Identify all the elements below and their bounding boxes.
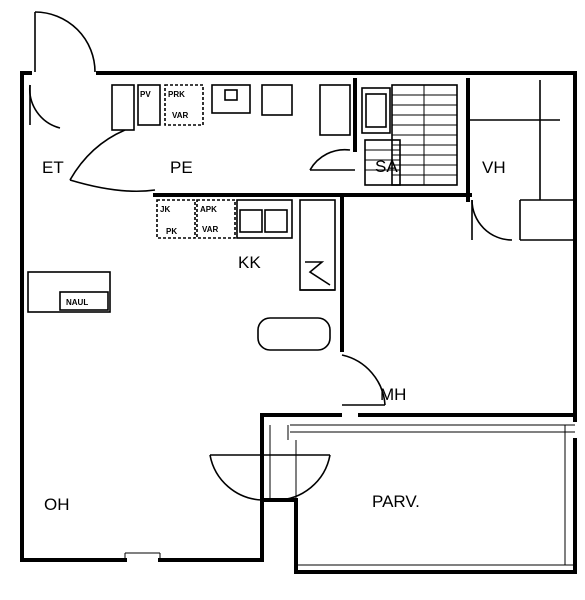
label-pv: PV (140, 90, 151, 99)
room-label-mh: MH (380, 385, 406, 404)
label-apk: APK (200, 205, 217, 214)
living-fixtures (27, 271, 111, 313)
fixture-labels: PV PRK VAR JK PK APK VAR NAUL (66, 90, 219, 307)
room-label-oh: OH (44, 495, 70, 514)
room-labels: ET PE VH SA KK MH OH PARV. (42, 157, 506, 514)
label-var-1: VAR (172, 111, 189, 120)
label-jk: JK (160, 205, 170, 214)
label-pk: PK (166, 227, 177, 236)
kitchen-fixtures (156, 199, 336, 351)
hall-fixtures (111, 84, 458, 186)
label-var-2: VAR (202, 225, 219, 234)
room-label-parv: PARV. (372, 492, 420, 511)
label-prk: PRK (168, 90, 185, 99)
doors (28, 11, 513, 501)
interior-walls (124, 78, 577, 574)
room-label-sa: SA (375, 157, 398, 176)
room-label-pe: PE (170, 158, 193, 177)
room-label-vh: VH (482, 158, 506, 177)
label-naul: NAUL (66, 298, 88, 307)
room-label-et: ET (42, 158, 64, 177)
room-label-kk: KK (238, 253, 261, 272)
outer-walls (20, 71, 577, 574)
